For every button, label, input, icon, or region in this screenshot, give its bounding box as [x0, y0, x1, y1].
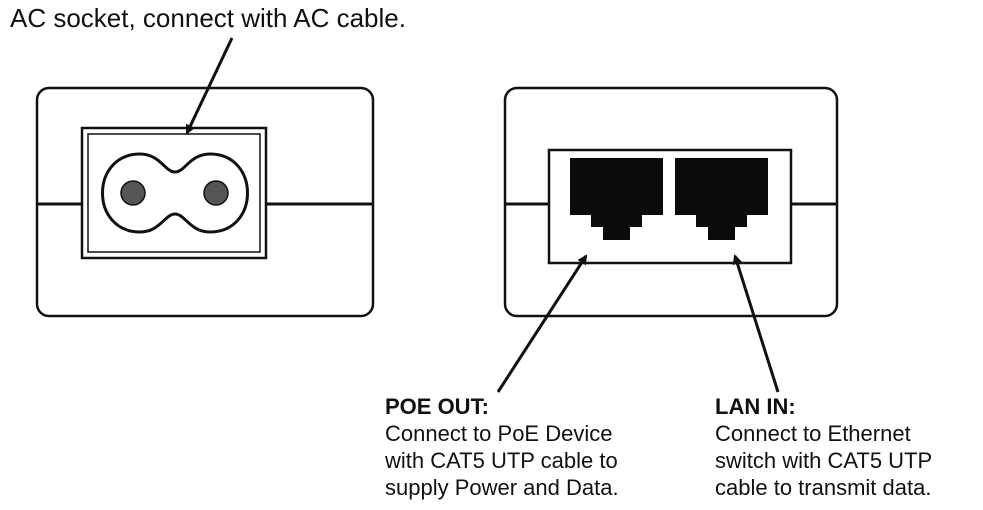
poe-out-line-3: supply Power and Data. — [385, 475, 619, 500]
poe-out-arrow — [496, 254, 588, 393]
ethernet-side-panel — [503, 86, 839, 318]
lan-in-arrow — [732, 254, 780, 393]
lan-in-line-3: cable to transmit data. — [715, 475, 932, 500]
ac-pin-right-icon — [203, 180, 229, 206]
poe-out-line-1: Connect to PoE Device — [385, 421, 613, 446]
poe-out-callout: POE OUT: Connect to PoE Device with CAT5… — [385, 393, 619, 501]
ac-socket-arrow — [185, 37, 234, 135]
lan-in-title: LAN IN: — [715, 394, 796, 419]
lan-in-line-1: Connect to Ethernet — [715, 421, 911, 446]
poe-out-port-icon[interactable] — [570, 158, 663, 240]
poe-out-title: POE OUT: — [385, 394, 489, 419]
c8-figure-eight-socket-icon[interactable] — [101, 152, 249, 234]
ac-socket-label: AC socket, connect with AC cable. — [10, 3, 406, 33]
ac-socket-inner-frame — [87, 133, 261, 253]
ac-pin-left-icon — [120, 180, 146, 206]
lan-in-callout: LAN IN: Connect to Ethernet switch with … — [715, 393, 932, 501]
poe-out-line-2: with CAT5 UTP cable to — [385, 448, 618, 473]
lan-in-port-icon[interactable] — [675, 158, 768, 240]
ac-side-panel — [35, 86, 375, 318]
lan-in-line-2: switch with CAT5 UTP — [715, 448, 933, 473]
